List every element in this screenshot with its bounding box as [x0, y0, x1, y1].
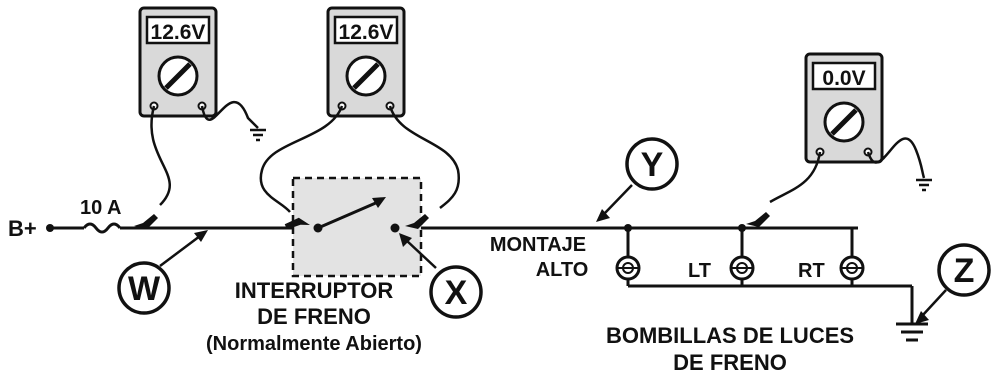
svg-text:W: W: [128, 270, 161, 308]
bulbs-caption-line2: DE FRENO: [673, 350, 787, 375]
fuse-label: 10 A: [80, 197, 122, 219]
voltmeter-3: 0.0V: [806, 54, 882, 162]
voltmeter-1-leads: [134, 101, 266, 229]
supply-label: B+: [8, 216, 37, 241]
voltmeter-1: 12.6V: [140, 8, 216, 116]
switch-label-line2: DE FRENO: [257, 304, 371, 329]
left-bulb-icon: [729, 255, 755, 281]
main-wire: [50, 222, 858, 234]
right-bulb-icon: [839, 255, 865, 281]
callout-w: W: [117, 261, 171, 315]
voltmeter-2-leads: [259, 105, 461, 237]
bulbs-caption-line1: BOMBILLAS DE LUCES: [606, 323, 854, 348]
callout-arrows: [159, 184, 947, 324]
callout-y: Y: [625, 137, 679, 191]
high-mount-label-line2: ALTO: [536, 259, 589, 281]
supply-terminal: [46, 224, 54, 232]
voltmeter-3-reading: 0.0V: [822, 67, 865, 90]
callout-x: X: [429, 265, 483, 319]
svg-text:Y: Y: [641, 146, 664, 184]
callout-z: Z: [937, 243, 991, 297]
svg-text:Z: Z: [954, 252, 975, 290]
voltmeter-1-reading: 12.6V: [151, 21, 206, 44]
right-bulb-label: RT: [798, 260, 825, 282]
voltmeter-2-reading: 12.6V: [339, 21, 394, 44]
switch-label-line1: INTERRUPTOR: [235, 278, 394, 303]
bulb-circuit: [624, 224, 914, 324]
brake-switch: [291, 176, 423, 278]
ground-icon: [896, 322, 928, 342]
svg-text:X: X: [445, 274, 468, 312]
voltmeter-3-leads: [746, 137, 932, 227]
high-mount-bulb-icon: [615, 255, 641, 281]
voltmeter-2: 12.6V: [328, 8, 404, 116]
left-bulb-label: LT: [688, 260, 711, 282]
switch-label-line3: (Normalmente Abierto): [206, 333, 422, 355]
high-mount-label-line1: MONTAJE: [490, 234, 586, 256]
